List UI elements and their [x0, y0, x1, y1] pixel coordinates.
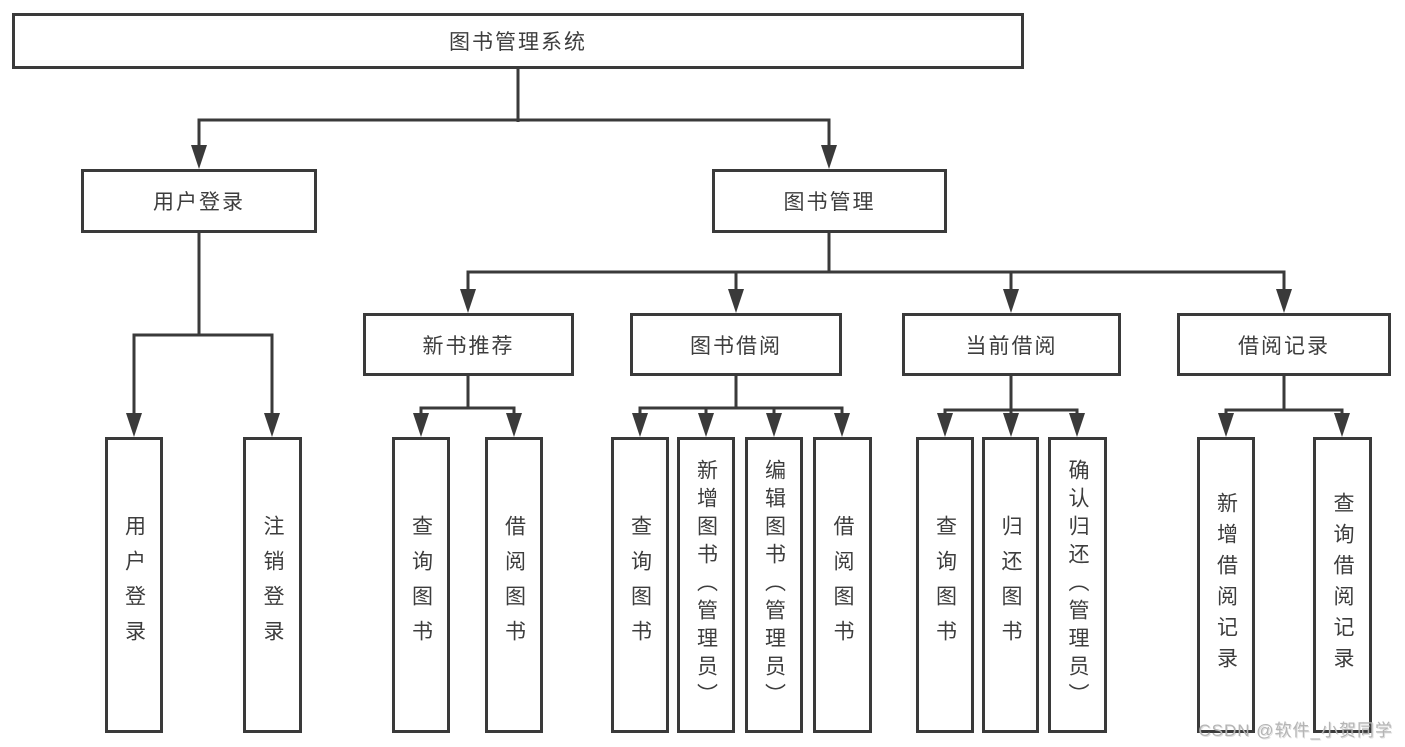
arrowheads: [126, 145, 1350, 437]
leaf-confirm-return-admin: 确认归还（管理员）: [1048, 437, 1107, 733]
node-label: 新增图书（管理员）: [694, 459, 718, 711]
node-new-book-recommendation: 新书推荐: [363, 313, 574, 376]
leaf-add-borrow-record: 新增借阅记录: [1197, 437, 1255, 733]
node-label: 借阅记录: [1238, 334, 1330, 358]
leaf-query-books-current: 查询图书: [916, 437, 974, 733]
node-user-login: 用户登录: [81, 169, 317, 233]
node-label: 图书管理系统: [449, 31, 587, 54]
node-label: 确认归还（管理员）: [1066, 459, 1089, 711]
node-label: 用户登录: [153, 191, 245, 214]
node-label: 新增借阅记录: [1214, 492, 1238, 678]
leaf-query-books-borrowing: 查询图书: [611, 437, 669, 733]
csdn-watermark: CSDN @软件_小贺同学: [1198, 721, 1393, 740]
node-label: 查询图书: [933, 515, 957, 655]
leaf-query-books-recommend: 查询图书: [392, 437, 450, 733]
leaf-edit-book-admin: 编辑图书（管理员）: [745, 437, 803, 733]
node-label: 用户登录: [122, 515, 146, 655]
connector-level3-branch: [466, 270, 1286, 294]
node-root-system: 图书管理系统: [12, 13, 1024, 69]
leaf-user-login: 用户登录: [105, 437, 163, 733]
node-label: 借阅图书: [831, 515, 854, 655]
node-label: 当前借阅: [965, 334, 1058, 358]
leaf-borrow-books-recommend: 借阅图书: [485, 437, 543, 733]
leaf-logout: 注销登录: [243, 437, 302, 733]
node-label: 新书推荐: [422, 334, 515, 358]
leaf-return-books: 归还图书: [982, 437, 1039, 733]
node-label: 查询借阅记录: [1331, 492, 1354, 678]
connector-user-login-branch: [132, 333, 274, 418]
node-label: 编辑图书（管理员）: [762, 459, 786, 711]
node-borrowing-records: 借阅记录: [1177, 313, 1391, 376]
node-label: 图书管理: [783, 191, 876, 214]
node-label: 注销登录: [261, 515, 284, 655]
leaf-query-borrow-record: 查询借阅记录: [1313, 437, 1372, 733]
leaf-borrow-books-borrowing: 借阅图书: [813, 437, 872, 733]
node-label: 查询图书: [409, 515, 433, 655]
node-current-borrowing: 当前借阅: [902, 313, 1121, 376]
node-book-borrowing: 图书借阅: [630, 313, 842, 376]
node-book-management: 图书管理: [712, 169, 947, 233]
node-label: 归还图书: [999, 515, 1022, 655]
node-label: 查询图书: [628, 515, 652, 655]
node-label: 图书借阅: [690, 334, 782, 358]
connector-level2-branch: [197, 118, 831, 150]
node-label: 借阅图书: [502, 515, 526, 655]
leaf-add-book-admin: 新增图书（管理员）: [677, 437, 735, 733]
